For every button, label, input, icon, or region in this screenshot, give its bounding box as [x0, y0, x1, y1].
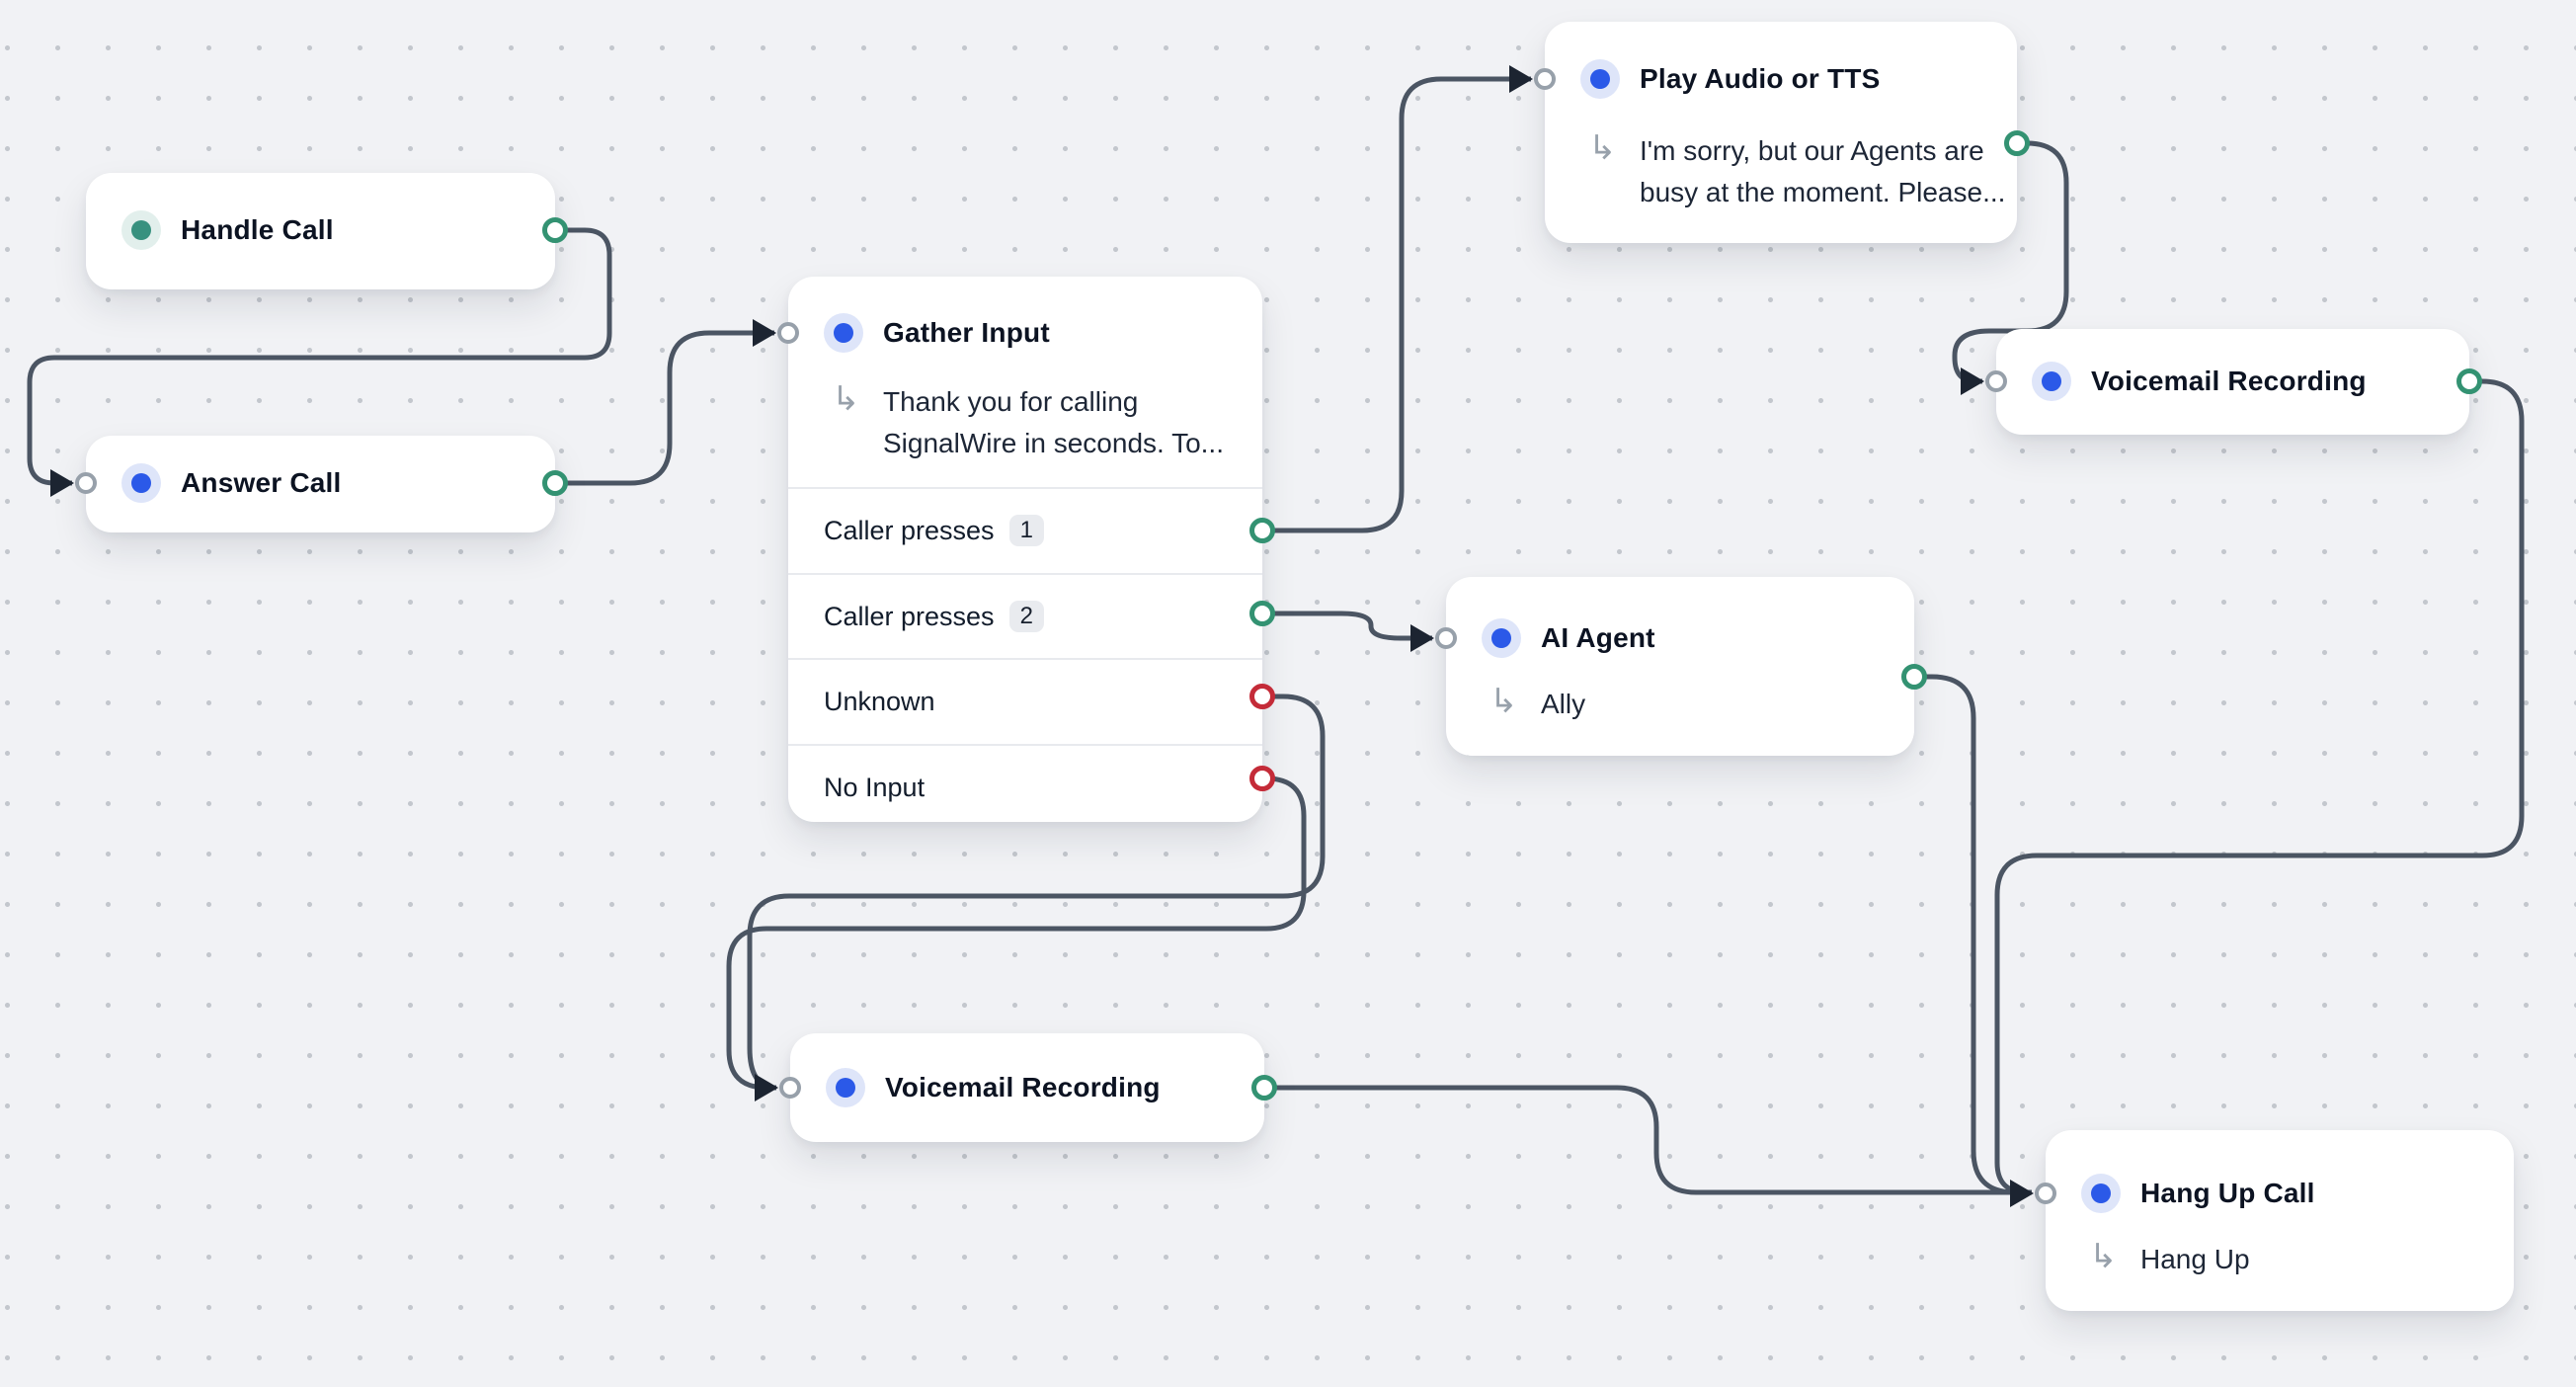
input-arrow-icon [1509, 65, 1533, 93]
output-port-no-input[interactable] [1249, 766, 1275, 791]
node-subtitle: I'm sorry, but our Agents are busy at th… [1640, 130, 2005, 213]
node-type-dot-icon [121, 210, 161, 250]
node-voicemail-recording-bottom[interactable]: Voicemail Recording [755, 1033, 1277, 1142]
output-port-voicemail-bottom[interactable] [1251, 1075, 1277, 1101]
input-port-gather-input[interactable] [777, 322, 799, 344]
subtitle-line: busy at the moment. Please... [1640, 177, 2006, 207]
input-arrow-icon [753, 319, 776, 347]
input-arrow-icon [1961, 367, 1984, 395]
node-title: Hang Up Call [2140, 1178, 2315, 1208]
input-port-answer-call[interactable] [75, 472, 97, 494]
wire-unknown-to-voicemail-bottom[interactable] [747, 694, 1326, 1091]
input-port-voicemail-bottom[interactable] [779, 1077, 801, 1099]
node-gather-input[interactable]: Gather Input ↳ Thank you for calling Sig… [753, 277, 1275, 822]
node-type-dot-icon [824, 313, 863, 353]
node-type-dot-icon [121, 463, 161, 503]
input-arrow-icon [2010, 1180, 2034, 1207]
node-voicemail-recording-top[interactable]: Voicemail Recording [1961, 329, 2482, 435]
key-badge: 1 [1008, 515, 1044, 547]
node-hang-up-call[interactable]: Hang Up Call ↳ Hang Up [2010, 1130, 2514, 1311]
row-label: Caller presses [824, 601, 995, 631]
node-title: Voicemail Recording [885, 1072, 1161, 1102]
wire-handle-to-answer[interactable] [27, 227, 612, 486]
subtitle-line: SignalWire in seconds. To... [883, 428, 1224, 458]
node-title: AI Agent [1541, 622, 1655, 653]
node-type-dot-icon [826, 1068, 865, 1107]
subtitle-arrow-icon: ↳ [832, 380, 860, 418]
output-port-handle-call[interactable] [542, 217, 568, 243]
node-title: Play Audio or TTS [1640, 63, 1881, 94]
input-port-play-audio[interactable] [1534, 68, 1556, 90]
output-port-caller-presses-1[interactable] [1249, 518, 1275, 543]
subtitle-arrow-icon: ↳ [1489, 683, 1518, 720]
gather-row-unknown[interactable]: Unknown [788, 658, 1262, 744]
output-port-play-audio[interactable] [2004, 130, 2030, 156]
subtitle-line: Thank you for calling [883, 386, 1139, 417]
wire-voicemail-bottom-to-hangup[interactable] [1264, 1085, 2032, 1195]
input-arrow-icon [1410, 624, 1434, 652]
node-subtitle: Ally [1541, 689, 1586, 719]
key-badge: 2 [1008, 601, 1044, 633]
output-port-unknown[interactable] [1249, 684, 1275, 709]
node-answer-call[interactable]: Answer Call [50, 436, 568, 532]
input-port-voicemail-top[interactable] [1985, 370, 2007, 392]
node-type-dot-icon [1580, 59, 1620, 99]
wire-voicemail-top-to-hangup[interactable] [1994, 378, 2525, 1195]
wire-noinput-to-voicemail-bottom[interactable] [726, 775, 1307, 1091]
node-title: Handle Call [181, 214, 334, 245]
wire-presses2-to-ai-agent[interactable] [1262, 611, 1432, 641]
output-port-caller-presses-2[interactable] [1249, 601, 1275, 626]
input-port-hang-up[interactable] [2035, 1183, 2056, 1204]
output-port-voicemail-top[interactable] [2456, 368, 2482, 394]
subtitle-arrow-icon: ↳ [1588, 129, 1617, 167]
node-ai-agent[interactable]: AI Agent ↳ Ally [1410, 577, 1927, 756]
row-label: No Input [824, 772, 926, 802]
subtitle-arrow-icon: ↳ [2089, 1238, 2118, 1275]
gather-row-no-input[interactable]: No Input [788, 744, 1262, 830]
node-play-audio-tts[interactable]: Play Audio or TTS ↳ I'm sorry, but our A… [1509, 22, 2030, 243]
input-port-ai-agent[interactable] [1435, 627, 1457, 649]
wire-answer-to-gather[interactable] [555, 330, 774, 486]
node-title: Voicemail Recording [2091, 366, 2367, 396]
gather-row-caller-presses-2[interactable]: Caller presses 2 [788, 572, 1262, 659]
input-arrow-icon [50, 469, 74, 497]
node-subtitle: Thank you for calling SignalWire in seco… [883, 381, 1224, 464]
output-port-answer-call[interactable] [542, 470, 568, 496]
wire-ai-agent-to-hangup[interactable] [1914, 674, 2032, 1195]
node-type-dot-icon [2081, 1174, 2121, 1213]
row-label: Unknown [824, 687, 935, 717]
node-handle-call[interactable]: Handle Call [86, 173, 568, 289]
row-label: Caller presses [824, 515, 995, 545]
node-subtitle: Hang Up [2140, 1244, 2250, 1274]
output-port-ai-agent[interactable] [1901, 664, 1927, 690]
node-type-dot-icon [1482, 618, 1521, 658]
input-arrow-icon [755, 1074, 778, 1101]
wire-presses1-to-play-audio[interactable] [1262, 76, 1531, 533]
subtitle-line: I'm sorry, but our Agents are [1640, 135, 1984, 166]
gather-row-caller-presses-1[interactable]: Caller presses 1 [788, 487, 1262, 573]
node-title: Gather Input [883, 317, 1050, 348]
node-title: Answer Call [181, 467, 342, 498]
node-type-dot-icon [2032, 362, 2071, 401]
